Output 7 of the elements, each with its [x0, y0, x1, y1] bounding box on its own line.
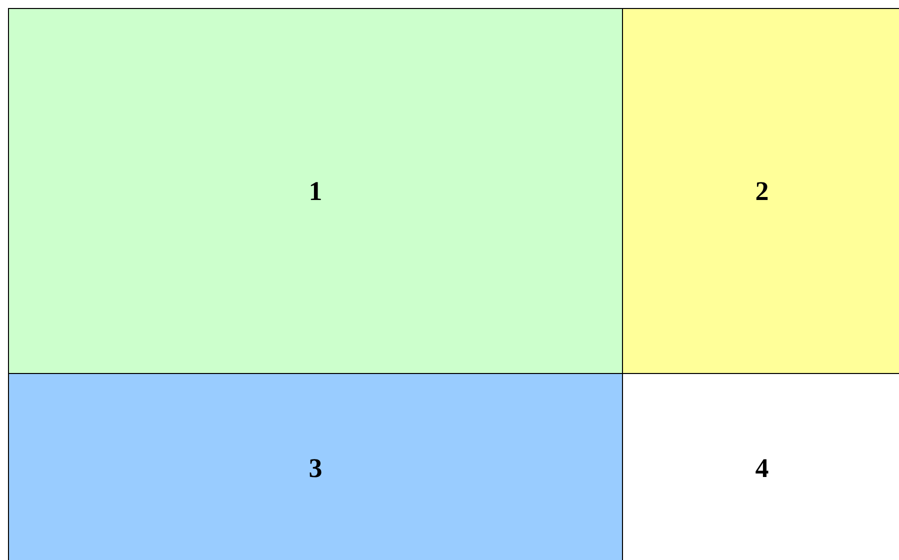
region-box [622, 8, 899, 374]
region-number: 2 [755, 176, 769, 206]
region-box [8, 8, 623, 374]
region-number: 4 [755, 452, 769, 484]
region-box [8, 373, 623, 560]
region-number: 3 [308, 452, 322, 484]
region-number: 1 [308, 176, 322, 206]
